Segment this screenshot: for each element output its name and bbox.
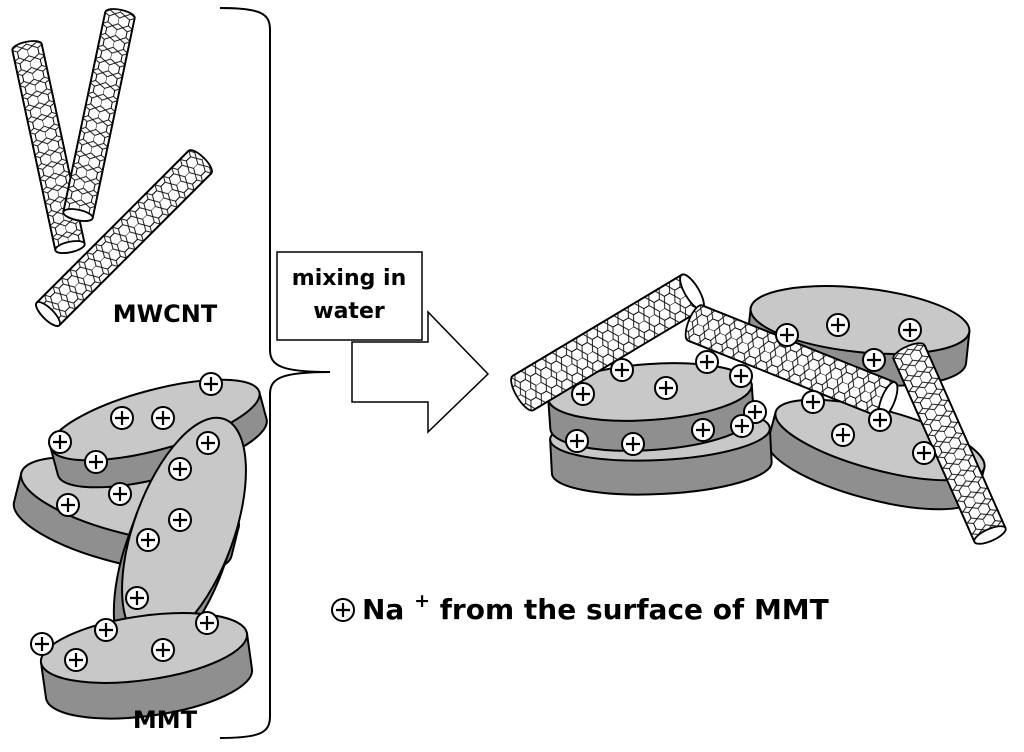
grouping-bracket <box>219 7 331 739</box>
mmt-label: MMT <box>133 706 198 734</box>
cation-plus-icon <box>868 408 892 432</box>
cation-plus-icon <box>94 618 118 642</box>
legend-superscript: + <box>414 590 430 612</box>
cation-plus-icon <box>151 638 175 662</box>
cation-plus-icon <box>565 429 589 453</box>
cation-plus-icon <box>196 431 220 455</box>
mixing-label-line2: water <box>313 299 385 324</box>
mmt-platelets-layer <box>12 285 986 720</box>
cation-plus-icon <box>64 648 88 672</box>
cation-plus-icon <box>56 493 80 517</box>
process-arrow-icon <box>351 310 490 434</box>
nanotube-icon <box>892 342 1007 545</box>
cation-plus-icon <box>168 457 192 481</box>
cation-plus-icon <box>801 390 825 414</box>
cation-plus-icon <box>775 323 799 347</box>
mixing-label-line1: mixing in <box>292 266 406 291</box>
clay-disc-icon <box>39 612 254 720</box>
cation-plus-icon <box>571 382 595 406</box>
cation-plus-icon <box>199 372 223 396</box>
cation-plus-icon <box>831 423 855 447</box>
cation-plus-icon <box>826 313 850 337</box>
cation-plus-icon <box>729 364 753 388</box>
cation-plus-icon <box>30 632 54 656</box>
cation-plus-icon <box>48 430 72 454</box>
legend: Na + from the surface of MMT <box>331 581 829 626</box>
legend-cation-icon <box>331 598 355 622</box>
cation-plus-icon <box>610 358 634 382</box>
mwcnt-tubes-layer <box>11 8 1007 545</box>
cation-plus-icon <box>125 586 149 610</box>
cation-plus-icon <box>84 450 108 474</box>
cation-plus-icon <box>195 611 219 635</box>
cation-plus-icon <box>730 414 754 438</box>
cation-plus-icon <box>898 318 922 342</box>
legend-ion: Na <box>362 593 404 626</box>
cation-layer <box>30 313 936 672</box>
mwcnt-label: MWCNT <box>113 300 218 328</box>
cation-plus-icon <box>151 406 175 430</box>
cation-plus-icon <box>621 432 645 456</box>
cation-plus-icon <box>108 482 132 506</box>
nanotube-icon <box>11 40 86 254</box>
nanotube-icon <box>35 149 213 327</box>
legend-text: Na + from the surface of MMT <box>362 581 829 626</box>
cation-plus-icon <box>862 348 886 372</box>
nanotube-icon <box>62 8 136 222</box>
legend-rest: from the surface of MMT <box>440 593 829 626</box>
cation-plus-icon <box>654 376 678 400</box>
cation-plus-icon <box>912 441 936 465</box>
cation-plus-icon <box>691 418 715 442</box>
mixing-label-box <box>276 251 423 341</box>
cation-plus-icon <box>110 406 134 430</box>
cation-plus-icon <box>136 528 160 552</box>
cation-plus-icon <box>695 350 719 374</box>
cation-plus-icon <box>168 508 192 532</box>
